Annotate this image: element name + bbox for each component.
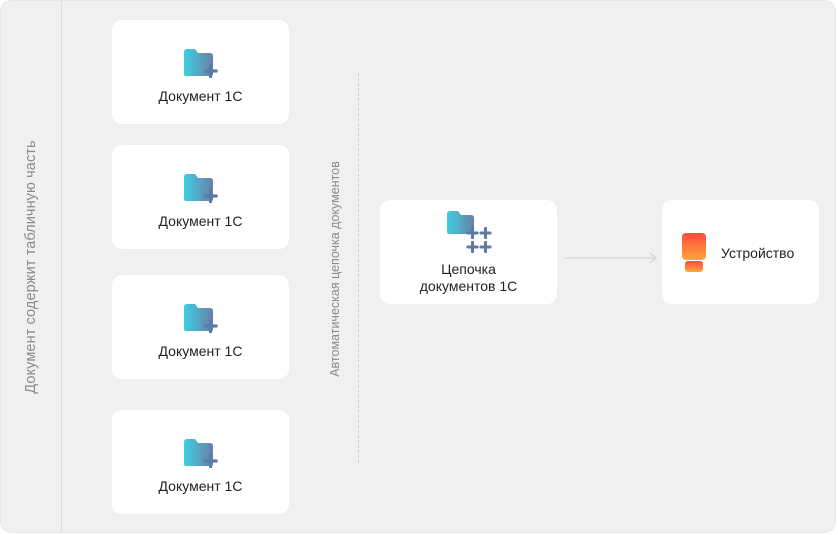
device-card: Устройство [662, 200, 819, 304]
left-divider [61, 1, 62, 532]
document-card-1: Документ 1С [112, 20, 289, 124]
document-card-2: Документ 1С [112, 145, 289, 249]
document-chain-card: Цепочка документов 1С [380, 200, 557, 304]
folder-plus-icon [184, 174, 218, 203]
document-card-3: Документ 1С [112, 275, 289, 379]
chain-label-text: Цепочка документов 1С [380, 261, 557, 295]
document-label: Документ 1С [158, 343, 243, 359]
folder-multi-plus-icon [447, 211, 492, 253]
folder-plus-icon [184, 439, 218, 468]
chain-label-line-2: документов 1С [419, 278, 518, 294]
document-label: Документ 1С [158, 88, 243, 104]
chain-label-line-1: Цепочка [441, 261, 496, 277]
document-label: Документ 1С [158, 478, 243, 494]
arrow-right-icon [564, 252, 657, 264]
document-label: Документ 1С [158, 213, 243, 229]
dashed-separator [358, 73, 359, 463]
document-card-4: Документ 1С [112, 410, 289, 514]
device-label: Устройство [721, 245, 795, 261]
device-icon [682, 233, 706, 272]
left-section-label: Документ содержит табличную часть [23, 140, 39, 394]
folder-plus-icon [184, 49, 218, 78]
folder-plus-icon [184, 304, 218, 333]
chain-section-label: Автоматическая цепочка документов [328, 161, 342, 377]
